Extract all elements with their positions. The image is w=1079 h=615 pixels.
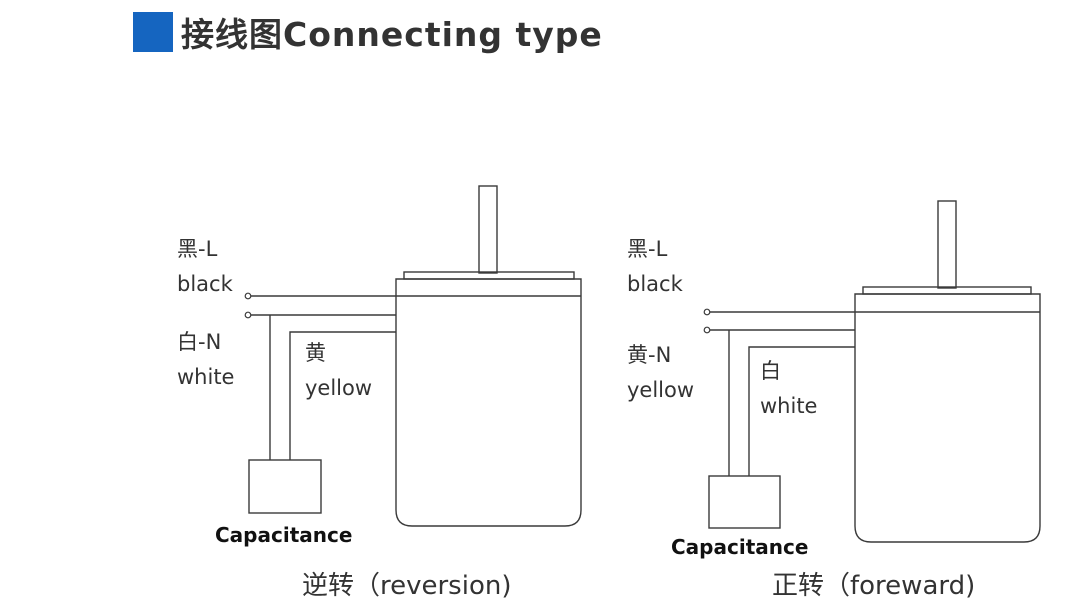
capacitor: [708, 475, 781, 529]
motor-right: [854, 200, 1041, 543]
caption-foreward: 正转（foreward): [772, 571, 975, 601]
capacitor: [248, 459, 322, 514]
motor-body: [854, 293, 1041, 543]
label-white-cn: 白-N: [177, 330, 221, 354]
motor-left: [395, 185, 582, 527]
motor-shaft: [478, 185, 498, 274]
label-capacitor: Capacitance: [215, 523, 352, 547]
label-capacitor: Capacitance: [671, 535, 808, 559]
label-yellow-en: yellow: [305, 376, 372, 400]
label-black-cn: 黑-L: [627, 237, 668, 261]
terminal-white: [244, 311, 252, 319]
motor-shaft: [937, 200, 957, 289]
label-black-en: black: [177, 272, 234, 296]
header-accent-block: [133, 12, 173, 52]
label-black-en: black: [627, 272, 684, 296]
label-yellow-en: yellow: [627, 378, 694, 402]
section-header: 接线图Connecting type: [133, 10, 603, 54]
terminal-yellow: [703, 326, 711, 334]
label-white-cn: 白: [760, 359, 781, 383]
foreward-diagram: 黑-L black 黄-N yellow 白 white Capacitance…: [627, 200, 1041, 601]
caption-reversion: 逆转（reversion): [302, 571, 512, 601]
label-black-cn: 黑-L: [177, 237, 218, 261]
label-yellow-cn: 黄: [305, 341, 326, 365]
terminal-black: [244, 292, 252, 300]
reversion-diagram: 黑-L black 白-N white 黄 yellow Capacitance…: [177, 185, 582, 601]
label-white-en: white: [760, 394, 817, 418]
terminal-black: [703, 308, 711, 316]
label-white-en: white: [177, 365, 234, 389]
wire-yellow: [289, 331, 396, 460]
wire-white: [748, 346, 855, 476]
section-title: 接线图Connecting type: [181, 15, 603, 54]
label-yellow-cn: 黄-N: [627, 343, 671, 367]
motor-body: [395, 278, 582, 527]
